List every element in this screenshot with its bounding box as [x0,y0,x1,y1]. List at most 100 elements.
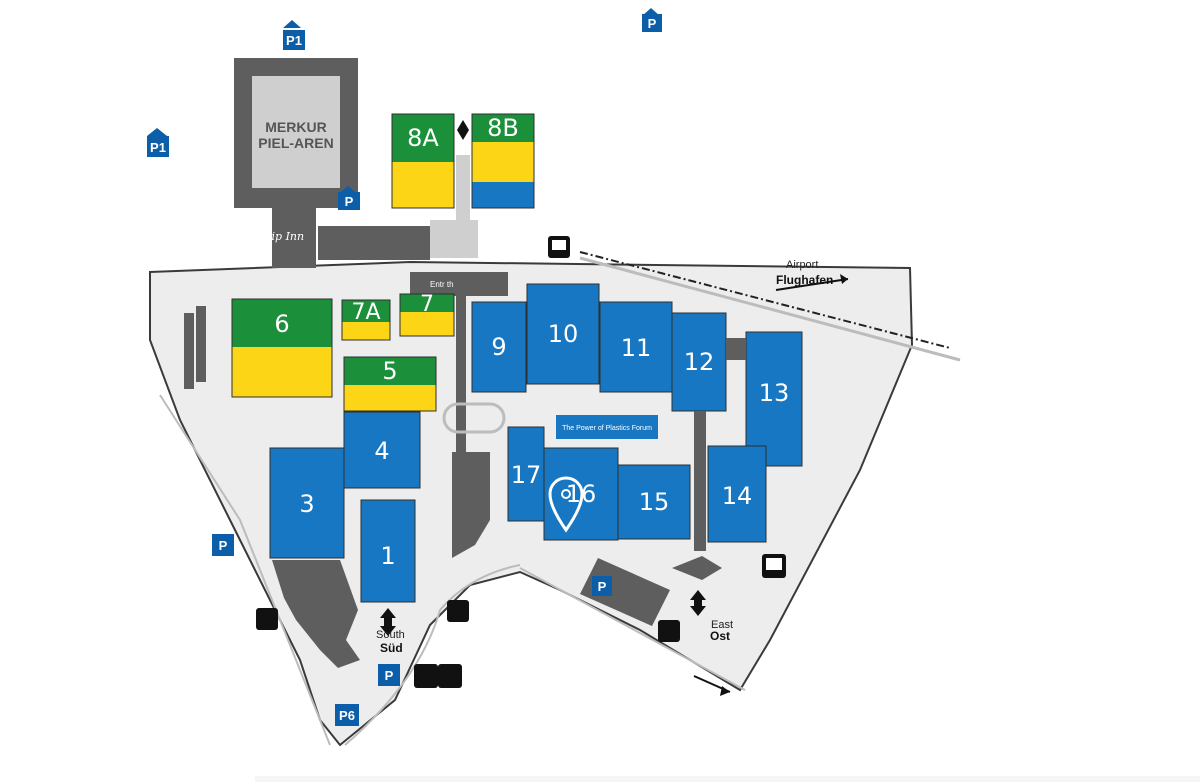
hall-17-label: 17 [511,461,542,489]
central-building [452,452,490,558]
hall-13-label: 13 [759,379,790,407]
hall-7[interactable]: 7 [399,292,455,337]
hall-6[interactable]: 6 [231,298,333,398]
hall-10[interactable]: 10 [526,283,600,385]
hall-12-label: 12 [684,348,715,376]
hall-9[interactable]: 9 [471,301,527,393]
hall-6-label: 6 [274,310,289,338]
hall-1-label: 1 [380,542,395,570]
road-west [159,394,331,746]
hotel-logo: lip Inn [268,230,304,243]
parking-deck-center[interactable] [580,558,670,626]
hall-14-label: 14 [722,482,753,510]
hall-7a[interactable]: 7A [341,299,391,341]
hall-15-label: 15 [639,488,670,516]
location-pin-dot [561,489,571,499]
arena-name-line1: MERKUR [265,119,326,135]
hall-10-label: 10 [548,320,579,348]
bus-stop-north[interactable] [548,236,570,258]
bus-stop-city-south-label: City [453,606,465,612]
hall-8b[interactable]: 8B [471,113,535,209]
hall-3-label: 3 [299,490,314,518]
forum-label: The Power of Plastics Forum [562,425,652,432]
bus-stop-city-west[interactable]: City [256,608,278,630]
parking-p-arena-label: P [345,194,354,209]
arena-name-line2: PIEL-AREN [258,135,333,151]
bottom-divider [255,776,1200,782]
hall8-entrance-icon [457,120,469,140]
bus-stop-city-west-label: City [262,614,274,620]
hall-7-label: 7 [420,292,434,317]
hall-15[interactable]: 15 [617,464,691,540]
airport-arrow [775,278,849,291]
parking-p1-top[interactable]: P1 [283,20,305,50]
parking-p6-label: P6 [339,708,355,723]
hall-5-label: 5 [382,357,397,385]
bus-stop-city-east-label: City [664,626,676,632]
west-building-b [196,306,206,382]
south-arrow-icon [380,608,396,636]
hotel-building[interactable] [272,208,316,268]
parking-p-arena[interactable]: P [338,186,360,210]
south-label-en: South [376,629,405,641]
bus-stop-city-south[interactable]: City [447,600,469,622]
hall8-connector [456,155,470,225]
hall-11-label: 11 [621,334,652,362]
parking-p5[interactable]: P [212,534,234,556]
hall-11[interactable]: 11 [599,301,673,393]
parking-p-top-label: P [648,16,657,31]
bus-stop-city-east[interactable]: City [658,620,680,642]
parking-p1-top-label: P1 [286,33,302,48]
parking-p6[interactable]: P6 [335,704,359,726]
hall-1[interactable]: 1 [360,499,416,603]
east-label-en: East [711,619,733,631]
entrance-north-label: Entr th [430,280,454,289]
west-building-a [184,313,194,389]
arena-inner [252,76,340,188]
parking-p-center[interactable]: P [592,576,612,596]
south-label-de: Süd [380,641,403,655]
connector-12-13 [726,338,746,360]
hotel-wing [318,226,430,260]
hall-5[interactable]: 5 [343,356,437,412]
parking-p-top[interactable]: P [642,8,662,32]
bus-stop-east[interactable] [762,554,786,578]
parking-p1-left-label: P1 [150,140,166,155]
hall-8a[interactable]: 8A [391,113,455,209]
parking-p-south[interactable]: P [378,664,400,686]
road-southeast [519,567,746,691]
north-walkway [456,296,466,466]
south-entrance-building [272,560,360,668]
parking-p-center-label: P [598,579,607,594]
east-arrow-icon [690,590,706,616]
road-east [579,256,961,362]
hall-8b-label: 8B [487,114,519,142]
southeast-arrow-head [720,686,730,696]
parking-p1-left[interactable]: P1 [147,128,169,157]
location-pin-icon[interactable] [548,476,584,533]
east-label-de: Ost [710,629,730,643]
connector-12-14 [694,411,706,551]
hall-9-label: 9 [491,333,506,361]
airport-arrow-head [840,274,848,284]
east-entrance-building [672,556,722,580]
road-south [344,564,521,746]
hall-17[interactable]: 17 [507,426,545,522]
hall-7a-label: 7A [351,300,380,325]
hall-3[interactable]: 3 [269,447,345,559]
entrance-north[interactable] [410,272,508,296]
central-track [442,402,506,434]
hall-14[interactable]: 14 [707,445,767,543]
hall-4[interactable]: 4 [343,411,421,489]
hall-4-label: 4 [374,437,389,465]
forum-building[interactable]: The Power of Plastics Forum [556,415,658,439]
airport-label-de: Flughafen [776,273,833,287]
hall-13[interactable]: 13 [745,331,803,467]
bus-stop-south-pair[interactable] [414,664,462,688]
hall-12[interactable]: 12 [671,312,727,412]
airport-label-en: Airport [786,259,818,271]
parking-p5-label: P [219,538,228,553]
parking-p-south-label: P [385,668,394,683]
